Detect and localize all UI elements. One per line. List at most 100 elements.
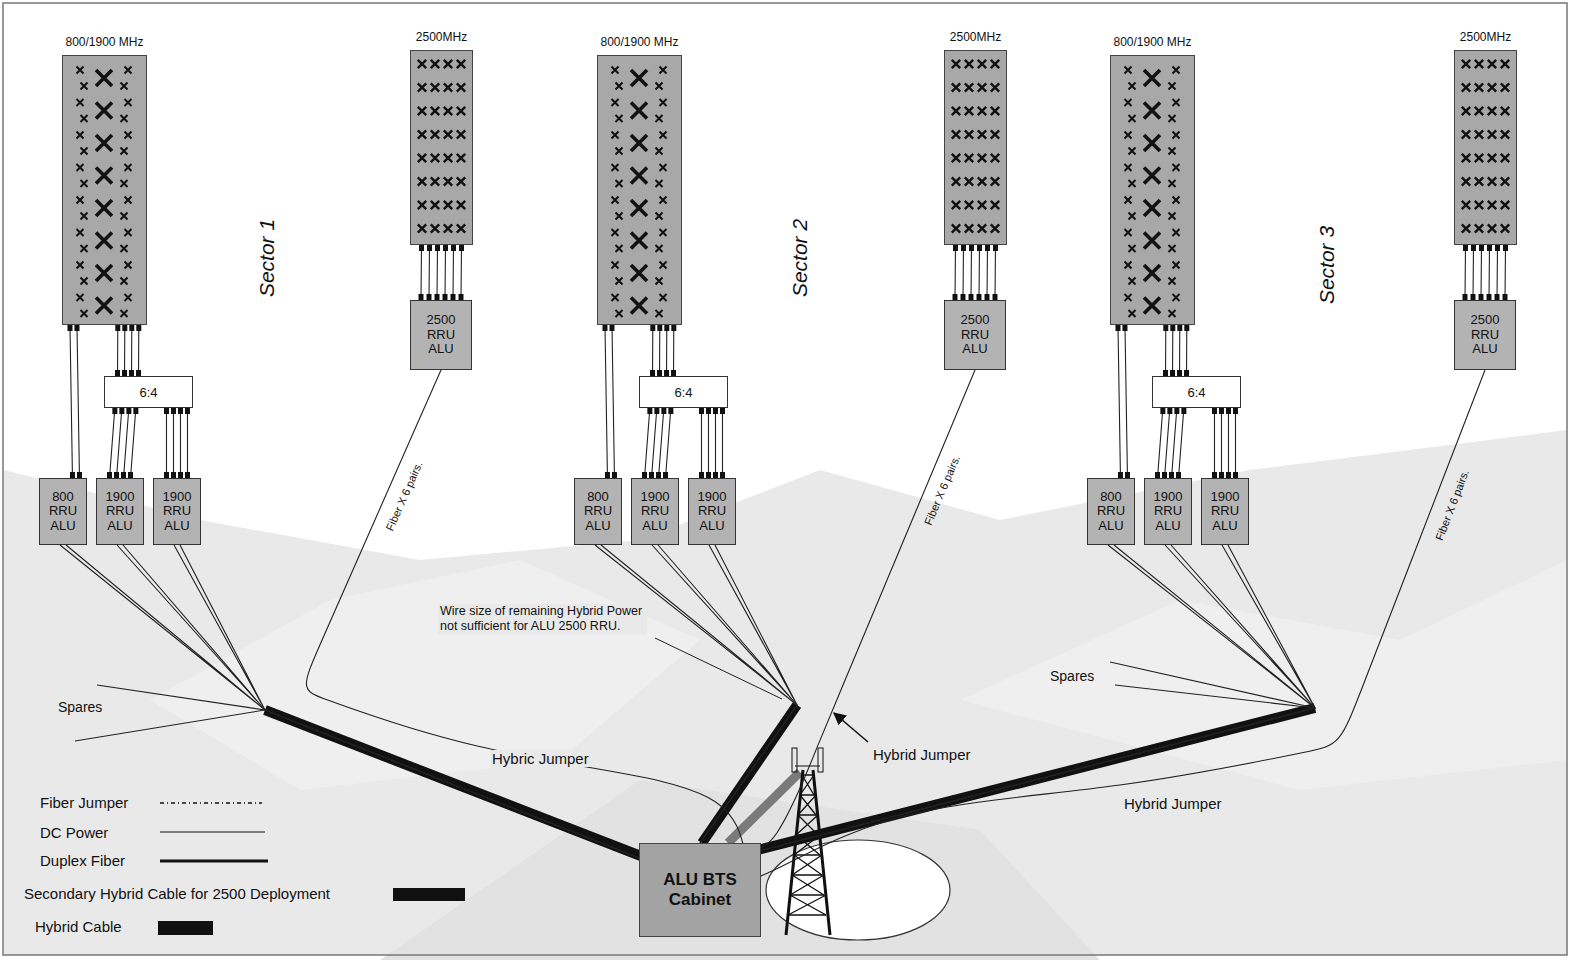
radiator-mark	[121, 245, 128, 252]
radiator-mark	[125, 262, 132, 269]
rru-box: 1900 RRU ALU	[96, 478, 144, 545]
radiator-mark	[96, 135, 112, 151]
cable-connector	[955, 245, 996, 300]
cable-note: Fiber X 6 pairs.	[922, 453, 962, 526]
cable-connector	[117, 545, 639, 858]
radiator-mark	[631, 103, 647, 119]
radiator-mark	[444, 130, 452, 138]
cable-connector	[1465, 245, 1506, 300]
radiator-mark	[1129, 245, 1136, 252]
cable-connector	[1158, 408, 1184, 478]
radiator-mark	[952, 130, 960, 138]
radiator-mark	[631, 200, 647, 216]
radiator-mark	[1475, 83, 1483, 91]
connector-pin	[443, 245, 448, 251]
radiator-elements	[1455, 51, 1515, 243]
node-label: 800 RRU ALU	[1097, 490, 1125, 534]
connector-pin	[67, 325, 72, 331]
radiator-mark	[656, 213, 663, 220]
radiator-mark	[457, 154, 465, 162]
antenna-800-1900: 800/1900 MHz	[597, 55, 682, 325]
connector-pin	[985, 245, 990, 251]
radiator-mark	[1475, 154, 1483, 162]
cable-connector	[761, 545, 1315, 851]
band-heading: 800/1900 MHz	[1113, 35, 1191, 49]
spares-label: Spares	[58, 699, 102, 715]
radiator-mark	[656, 278, 663, 285]
radiator-mark	[616, 310, 623, 317]
rru-box: 1900 RRU ALU	[631, 478, 679, 545]
radiator-mark	[660, 99, 667, 106]
connector-pin	[668, 408, 673, 414]
radiator-mark	[952, 177, 960, 185]
radiator-mark	[418, 201, 426, 209]
radiator-mark	[1129, 278, 1136, 285]
radiator-mark	[612, 164, 619, 171]
connector-pin	[1219, 408, 1224, 414]
connector-pin	[427, 245, 432, 251]
connector-pin	[1463, 245, 1468, 251]
node-label: 6:4	[1187, 385, 1205, 400]
radiator-mark	[656, 245, 663, 252]
radiator-mark	[978, 130, 986, 138]
radiator-mark	[457, 83, 465, 91]
connector-pin	[650, 325, 655, 331]
radiator-mark	[77, 164, 84, 171]
radiator-mark	[444, 201, 452, 209]
connector-pin	[1479, 245, 1484, 251]
cable-connector	[1166, 325, 1187, 376]
radiator-mark	[1488, 60, 1496, 68]
radiator-mark	[660, 294, 667, 301]
radiator-mark	[1501, 154, 1509, 162]
radiator-mark	[991, 107, 999, 115]
radiator-mark	[125, 229, 132, 236]
radiator-mark	[1173, 99, 1180, 106]
radiator-mark	[631, 298, 647, 314]
radiator-mark	[965, 60, 973, 68]
radiator-mark	[444, 83, 452, 91]
radiator-mark	[457, 130, 465, 138]
radiator-mark	[1169, 213, 1176, 220]
radiator-mark	[1501, 60, 1509, 68]
connector-pin	[1495, 245, 1500, 251]
radiator-mark	[616, 180, 623, 187]
cable-connector	[761, 545, 1315, 851]
radiator-elements	[1111, 56, 1193, 323]
node-label: ALU BTS Cabinet	[640, 870, 760, 909]
radiator-mark	[1501, 107, 1509, 115]
radiator-mark	[77, 67, 84, 74]
fiber-jumper-sample	[160, 802, 262, 803]
radiator-mark	[1488, 107, 1496, 115]
radiator-mark	[965, 130, 973, 138]
connector-pin	[1174, 408, 1179, 414]
connector-pin	[185, 408, 190, 414]
legend-text: Secondary Hybrid Cable for 2500 Deployme…	[24, 885, 330, 902]
legend-text: DC Power	[40, 824, 108, 841]
radiator-mark	[444, 224, 452, 232]
rru-box: 1900 RRU ALU	[1201, 478, 1249, 545]
radiator-mark	[1144, 200, 1160, 216]
connector-pin	[657, 325, 662, 331]
radiator-mark	[1173, 164, 1180, 171]
band-heading: 2500MHz	[416, 30, 467, 44]
radiator-mark	[1488, 83, 1496, 91]
connector-pin	[1503, 245, 1508, 251]
connector-pin	[961, 245, 966, 251]
node-label: 1900 RRU ALU	[106, 490, 135, 534]
radiator-mark	[121, 213, 128, 220]
warning-note: Wire size of remaining Hybrid Power not …	[438, 604, 647, 634]
band-heading: 800/1900 MHz	[600, 35, 678, 49]
connector-pin	[1181, 408, 1186, 414]
antenna-2500: 2500MHz	[944, 50, 1007, 245]
radiator-mark	[616, 148, 623, 155]
radiator-mark	[77, 294, 84, 301]
cable-connector	[653, 325, 674, 376]
connector-pin	[115, 325, 120, 331]
radiator-mark	[978, 60, 986, 68]
cable-note: Fiber X 6 pairs.	[383, 459, 424, 532]
radiator-mark	[978, 107, 986, 115]
connector-pin	[602, 325, 607, 331]
duplex-fiber-sample	[160, 860, 268, 863]
radiator-mark	[1129, 148, 1136, 155]
radiator-mark	[1144, 168, 1160, 184]
